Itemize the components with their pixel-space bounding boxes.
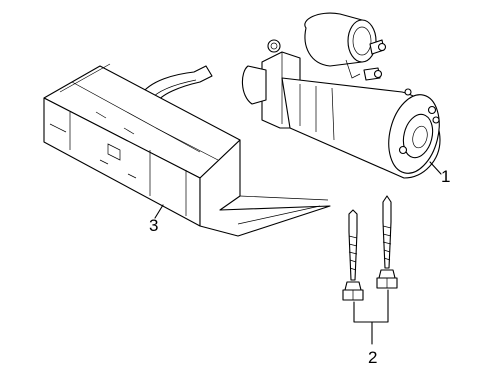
mounting-bolt-left xyxy=(342,209,364,301)
callout-heat-shield: 3 xyxy=(149,216,159,235)
starter-motor[interactable] xyxy=(241,12,447,179)
mounting-bolts[interactable] xyxy=(342,195,398,345)
callout-starter-motor: 1 xyxy=(441,167,451,186)
callout-mounting-bolts: 2 xyxy=(368,348,378,367)
mounting-bolt-right xyxy=(376,195,398,289)
heat-shield[interactable] xyxy=(43,63,331,237)
